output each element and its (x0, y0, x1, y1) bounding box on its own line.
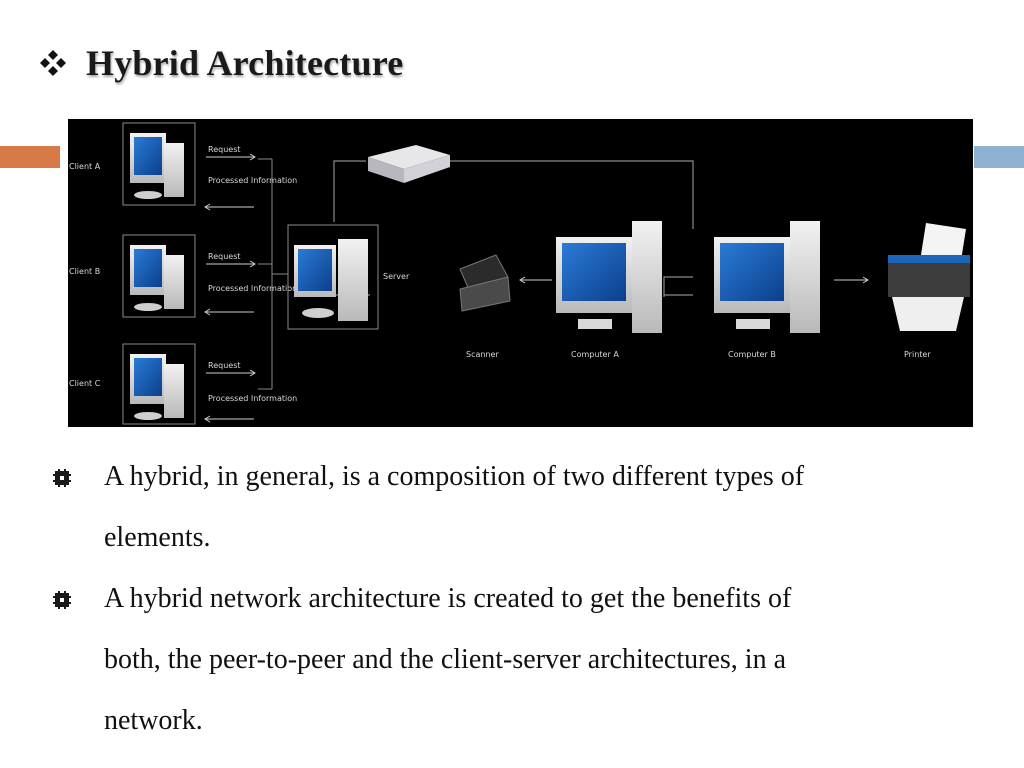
client-c-request-label: Request (208, 361, 241, 370)
client-a-label: Client A (69, 162, 101, 171)
bullet-item-2: A hybrid network architecture is created… (52, 568, 982, 751)
hub-device (368, 145, 450, 183)
client-a (122, 122, 196, 206)
server-label: Server (383, 272, 410, 281)
printer (888, 223, 970, 331)
client-c-response-label: Processed Information (208, 394, 297, 403)
computer-a (556, 221, 662, 333)
client-b-response-label: Processed Information (208, 284, 297, 293)
client-c (122, 343, 196, 425)
bullet-1-line-1: A hybrid, in general, is a composition o… (104, 461, 805, 492)
client-b (122, 234, 196, 318)
computer-b (714, 221, 820, 333)
diagram-canvas: Client A Client B Client C Request Proce… (69, 122, 970, 425)
four-diamond-bullet-icon (40, 50, 66, 76)
printer-label: Printer (904, 350, 931, 359)
bullet-1-line-2: elements. (104, 522, 211, 553)
bullet-2-line-1: A hybrid network architecture is created… (104, 583, 792, 614)
bullet-item-1: A hybrid, in general, is a composition o… (52, 446, 982, 568)
computer-b-label: Computer B (728, 350, 776, 359)
scanner (459, 254, 511, 312)
bullet-2-line-2: both, the peer-to-peer and the client-se… (104, 644, 786, 675)
scanner-label: Scanner (466, 350, 499, 359)
accent-bar-left (0, 146, 60, 168)
hash-square-bullet-icon (53, 469, 71, 487)
client-bus (258, 158, 288, 390)
client-b-request-label: Request (208, 252, 241, 261)
request-response-arrows (204, 153, 256, 423)
client-a-response-label: Processed Information (208, 176, 297, 185)
server (287, 224, 379, 330)
hybrid-architecture-diagram: Client A Client B Client C Request Proce… (68, 119, 973, 427)
accent-bar-right (974, 146, 1024, 168)
client-b-label: Client B (69, 267, 100, 276)
bullet-list: A hybrid, in general, is a composition o… (52, 446, 982, 751)
client-c-label: Client C (69, 379, 101, 388)
slide-title: Hybrid Architecture (86, 43, 404, 83)
computer-a-label: Computer A (571, 350, 619, 359)
client-a-request-label: Request (208, 145, 241, 154)
title-row: Hybrid Architecture (38, 38, 403, 88)
hash-square-bullet-icon (53, 591, 71, 609)
arrow-to-printer (834, 276, 869, 284)
bullet-2-line-3: network. (104, 705, 203, 736)
arrow-to-scanner (519, 276, 552, 284)
